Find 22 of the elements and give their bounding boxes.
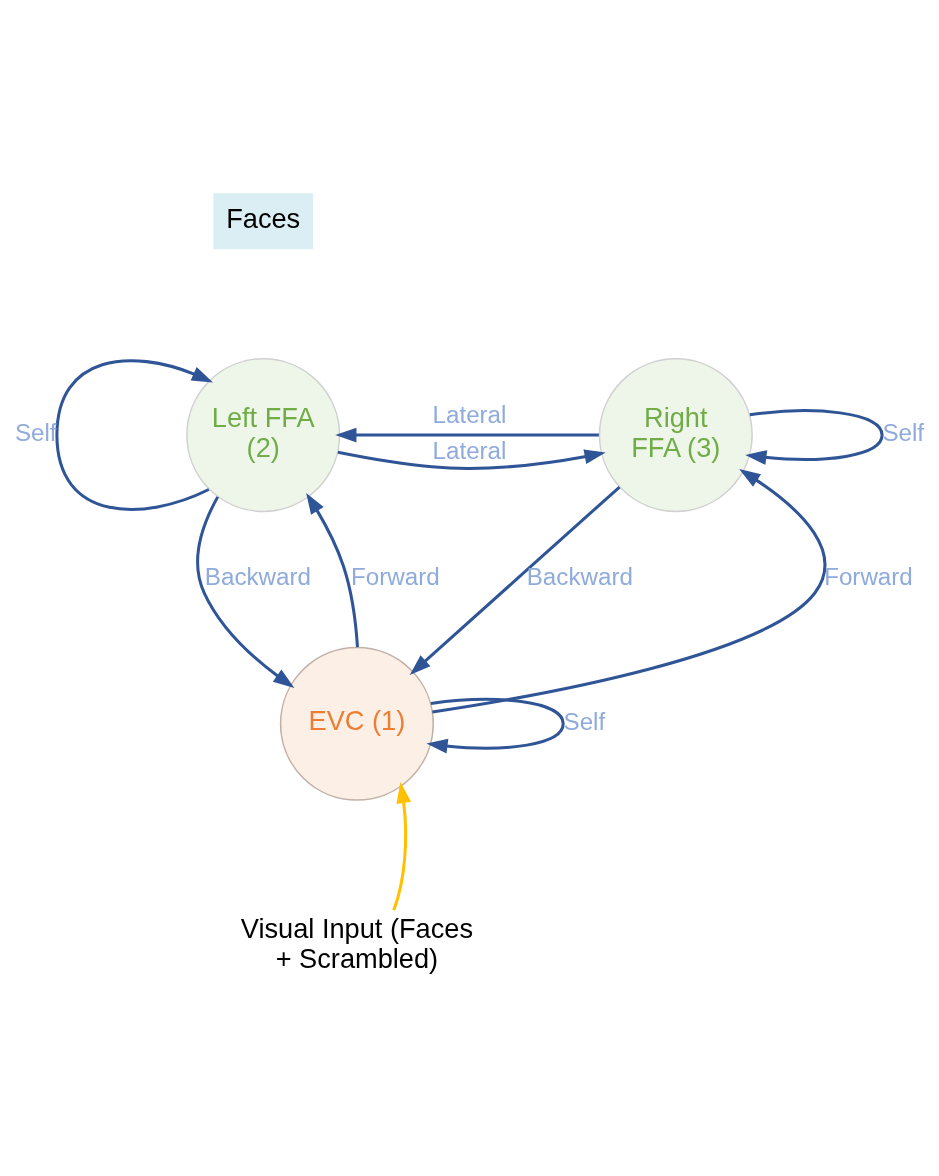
arrow: [196, 495, 295, 688]
edge-label: Self: [563, 707, 606, 735]
edge-label: Backward: [526, 562, 633, 590]
arrow: [392, 781, 412, 911]
node-circle: Right FFA (3): [598, 357, 753, 512]
node-text: Visual Input (Faces + Scrambled): [240, 912, 474, 974]
arrow: [745, 408, 884, 465]
edge-label: Self: [882, 418, 925, 446]
arrow: [337, 448, 606, 470]
arrow: [335, 427, 599, 442]
edge-label: Forward: [351, 562, 440, 590]
arrow: [55, 358, 213, 511]
arrow: [426, 697, 565, 753]
arrow: [306, 492, 359, 647]
arrow: [432, 468, 827, 713]
edge-label: Lateral: [432, 436, 507, 464]
node-circle: Left FFA (2): [186, 357, 341, 512]
edge-label: Lateral: [432, 400, 507, 428]
edge-label: Backward: [204, 562, 311, 590]
arrow: [409, 485, 621, 675]
edge-label: Forward: [824, 562, 913, 590]
node-box: Faces: [213, 192, 314, 249]
